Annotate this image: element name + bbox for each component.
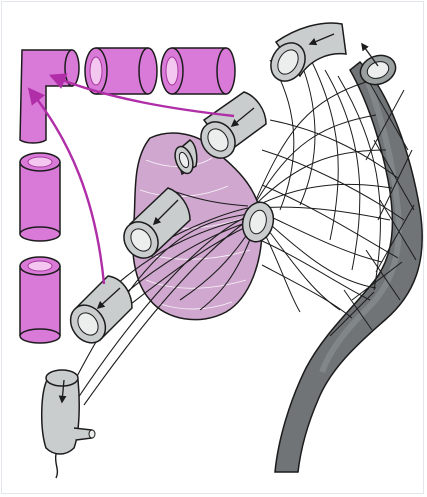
magenta-tube-left-bottom (20, 257, 60, 343)
magenta-tube-top-middle (85, 48, 157, 94)
magenta-tube-top-right (161, 48, 235, 94)
magenta-elbow-tube (20, 50, 79, 143)
gray-tube-top (264, 23, 346, 87)
magenta-tube-left-middle (20, 153, 60, 241)
gray-sac-bottom (42, 370, 95, 478)
gray-tube-lower-left (63, 276, 132, 350)
